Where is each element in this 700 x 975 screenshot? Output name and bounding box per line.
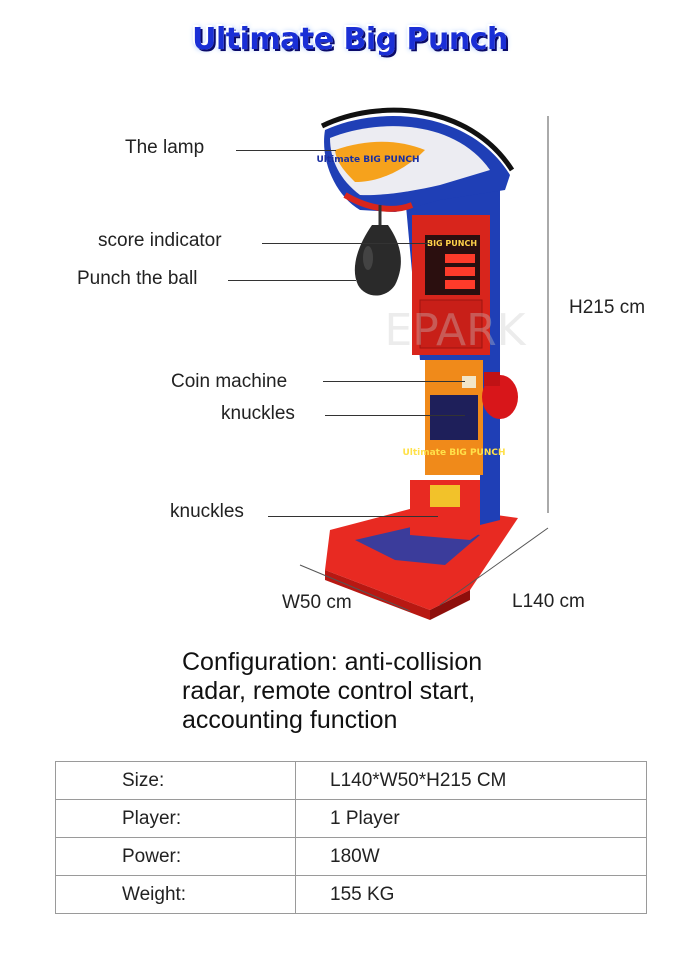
spec-value: 180W — [295, 837, 647, 876]
leader-lamp — [236, 150, 336, 151]
spec-row-size: Size: L140*W50*H215 CM — [55, 761, 647, 800]
coin-slot — [462, 376, 476, 388]
score-logo: BIG PUNCH — [427, 239, 477, 248]
base-emblem — [430, 485, 460, 507]
watermark: EPARK — [384, 305, 526, 356]
label-score-indicator: score indicator — [98, 230, 222, 251]
spec-key: Player: — [55, 799, 296, 838]
spec-value: 155 KG — [295, 875, 647, 914]
lamp-logo: Ultimate BIG PUNCH — [316, 155, 419, 165]
label-punch-ball: Punch the ball — [77, 268, 198, 289]
leader-knuckles-lower — [268, 516, 438, 517]
punch-ball — [354, 225, 401, 296]
spec-row-weight: Weight: 155 KG — [55, 875, 647, 914]
spec-row-player: Player: 1 Player — [55, 799, 647, 838]
spec-key: Size: — [55, 761, 296, 800]
label-knuckles-lower: knuckles — [170, 501, 244, 522]
spec-row-power: Power: 180W — [55, 837, 647, 876]
configuration-line-2: radar, remote control start, — [182, 677, 476, 705]
dimension-length: L140 cm — [512, 591, 585, 612]
spec-key: Power: — [55, 837, 296, 876]
dimension-width: W50 cm — [282, 592, 352, 613]
label-coin-machine: Coin machine — [171, 371, 288, 392]
length-line — [439, 527, 549, 606]
page-title: Ultimate Big Punch — [192, 22, 508, 57]
configuration-text: Configuration: anti-collision radar, rem… — [182, 648, 602, 735]
configuration-line-1: Configuration: anti-collision — [182, 648, 483, 676]
spec-table: Size: L140*W50*H215 CM Player: 1 Player … — [55, 761, 647, 914]
width-line — [299, 564, 411, 612]
leader-score — [262, 243, 430, 244]
leader-ball — [228, 280, 356, 281]
leader-knuckles-upper — [325, 415, 465, 416]
panel-logo: Ultimate BIG PUNCH — [402, 448, 505, 458]
configuration-line-3: accounting function — [182, 706, 398, 734]
spec-key: Weight: — [55, 875, 296, 914]
punch-machine-illustration: BIG PUNCH Ultimate BIG PUNCH Ultimate BI… — [299, 107, 549, 620]
leader-coin — [323, 381, 465, 382]
spec-value: 1 Player — [295, 799, 647, 838]
label-knuckles-upper: knuckles — [221, 403, 295, 424]
spec-value: L140*W50*H215 CM — [295, 761, 647, 800]
dimension-height: H215 cm — [569, 297, 646, 318]
label-lamp: The lamp — [125, 137, 205, 158]
